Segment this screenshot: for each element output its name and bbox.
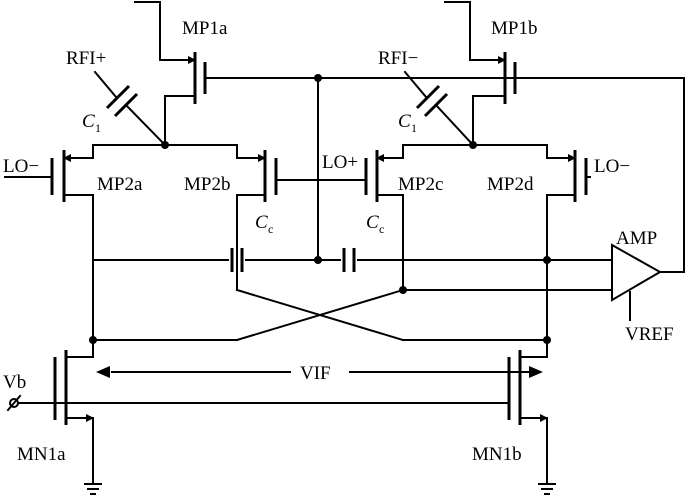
label-cc-right-sub: c <box>379 222 384 236</box>
vb-bias-line <box>6 394 510 412</box>
transistor-mn1b <box>507 339 556 495</box>
label-vref: VREF <box>625 324 674 345</box>
transistor-mp2b <box>236 144 278 291</box>
label-mn1b: MN1b <box>472 444 522 465</box>
label-cc-right: C <box>366 212 379 233</box>
label-mp2b: MP2b <box>184 174 230 195</box>
label-mp2d: MP2d <box>487 174 534 195</box>
label-lo-minus-right: LO− <box>594 156 630 177</box>
capacitor-c1-left <box>93 70 167 147</box>
label-mn1a: MN1a <box>17 444 66 465</box>
amplifier-amp <box>611 243 663 321</box>
right-pair-rail <box>402 141 548 149</box>
label-mp1a: MP1a <box>182 18 228 39</box>
transistor-mp1b <box>444 1 517 146</box>
label-c1-right: C <box>398 111 411 132</box>
label-vb: Vb <box>3 372 26 393</box>
transistor-mp2d <box>546 144 591 341</box>
label-c1-left: C <box>82 111 95 132</box>
common-mode-line <box>92 248 613 272</box>
bias-feedback-wire <box>204 74 685 273</box>
capacitor-c1-right <box>403 70 475 147</box>
label-mp2a: MP2a <box>97 174 143 195</box>
amp-input-wire <box>399 286 613 294</box>
label-amp: AMP <box>616 228 657 249</box>
label-c1-left-sub: 1 <box>95 121 101 135</box>
transistor-mp2c <box>364 144 404 291</box>
transistor-mp2a <box>4 144 94 341</box>
label-rfi-plus: RFI+ <box>66 48 106 69</box>
label-cc-left: C <box>255 212 268 233</box>
label-c1-right-sub: 1 <box>411 121 417 135</box>
cross-coupling <box>89 288 551 344</box>
label-vif: VIF <box>300 363 331 384</box>
transistor-mn1a <box>53 339 102 495</box>
left-pair-rail <box>92 141 238 149</box>
label-lo-minus-left: LO− <box>3 156 39 177</box>
label-cc-left-sub: c <box>268 222 273 236</box>
label-mp1b: MP1b <box>491 18 537 39</box>
label-lo-plus: LO+ <box>322 152 358 173</box>
vif-arrow <box>96 366 543 378</box>
label-mp2c: MP2c <box>398 174 443 195</box>
label-rfi-minus: RFI− <box>378 48 418 69</box>
